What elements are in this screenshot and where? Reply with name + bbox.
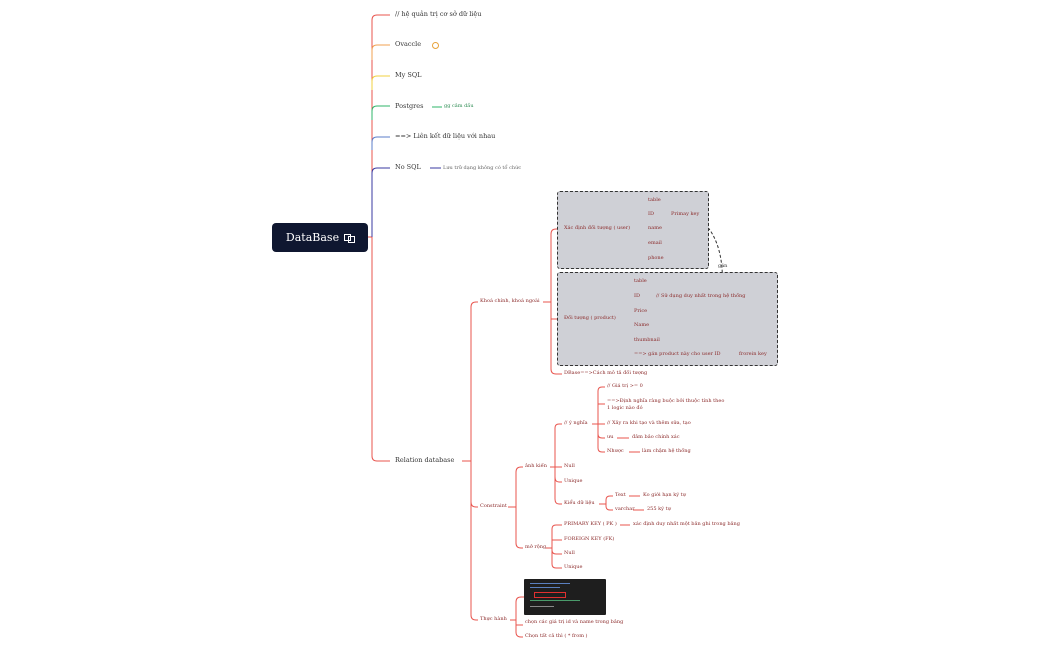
thuchanh-items-bracket <box>515 596 524 638</box>
topic-ynghia[interactable]: // ý nghĩa <box>564 420 588 426</box>
user-entity-group <box>557 191 709 269</box>
connector-anhkien <box>515 466 523 507</box>
connector-unique <box>554 467 562 483</box>
connector-user <box>550 228 562 302</box>
product-field-price[interactable]: Price <box>634 308 648 314</box>
dbase-note[interactable]: DBase==>Cách mô tả đối tượng <box>564 370 648 376</box>
kieu-varchar[interactable]: varchar <box>615 506 635 512</box>
connector-kieu <box>554 467 562 505</box>
user-field-name[interactable]: name <box>648 225 662 231</box>
ynghia-item-logic[interactable]: 1 logic nào đó <box>607 405 643 411</box>
kieu-varchar-note[interactable]: 255 ký tự <box>647 506 671 512</box>
kieu-text[interactable]: Text <box>615 492 626 498</box>
topic-mysql[interactable]: My SQL <box>395 71 422 79</box>
topic-postgres-note[interactable]: gg cảm dầu <box>444 103 474 109</box>
topic-ovaccle[interactable]: Ovaccle <box>395 40 422 48</box>
root-label: DataBase <box>285 231 340 244</box>
connector-hqt <box>371 14 390 237</box>
ynghia-item-gte0[interactable]: // Giá trị >= 0 <box>607 383 643 389</box>
topic-user[interactable]: Xác định đối tượng ( user) <box>564 225 631 231</box>
morong-item-null[interactable]: Null <box>564 550 575 556</box>
topic-nosql[interactable]: No SQL <box>395 163 421 171</box>
connector-relation <box>371 237 390 462</box>
clock-icon <box>432 42 439 49</box>
connector-khoa <box>470 301 478 461</box>
morong-items-bracket <box>551 524 562 569</box>
topic-postgres[interactable]: Postgres <box>395 102 424 110</box>
product-field-thumbnail[interactable]: thumbnail <box>634 337 660 343</box>
topic-morong[interactable]: mở rộng <box>525 544 547 550</box>
link-icon <box>344 233 356 243</box>
root-node[interactable]: DataBase <box>272 223 368 252</box>
morong-item-fk[interactable]: FOREIGN KEY (FK) <box>564 536 615 542</box>
connector-morong <box>515 507 523 549</box>
topic-constraint[interactable]: Constraint <box>480 503 507 509</box>
topic-anhkien[interactable]: ảnh kiến <box>525 463 547 469</box>
topic-hqt[interactable]: // hệ quản trị cơ sở dữ liệu <box>395 10 482 18</box>
product-fk-note[interactable]: frorein key <box>739 351 767 357</box>
morong-item-pk[interactable]: PRIMARY KEY ( PK ) <box>564 521 617 527</box>
relation-link-gan <box>691 214 723 351</box>
ynghia-nhuoc-note[interactable]: làm chậm hệ thống <box>642 448 691 454</box>
connector-ynghia <box>554 423 562 467</box>
kieu-items-bracket <box>605 495 613 511</box>
thuchanh-item-chon[interactable]: chọn các giá trị id và name trong bảng <box>525 619 624 625</box>
connector-ovaccle <box>371 44 390 60</box>
ynghia-uu-note[interactable]: đảm bảo chính xác <box>632 434 680 440</box>
link-label-gan: gán <box>718 263 728 269</box>
topic-nosql-note[interactable]: Lưu trữ dạng không có tổ chức <box>443 165 522 171</box>
connector-constraint <box>470 461 478 508</box>
product-field-assign[interactable]: ==> gán product này cho user ID <box>634 351 721 357</box>
morong-item-unique[interactable]: Unique <box>564 564 583 570</box>
product-id-note[interactable]: // Sử dụng duy nhất trong hệ thống <box>656 293 746 299</box>
product-field-id[interactable]: ID <box>634 293 640 299</box>
user-field-email[interactable]: email <box>648 240 662 246</box>
connector-lienket <box>371 136 390 150</box>
morong-pk-note[interactable]: xác định duy nhất một bản ghi trong bảng <box>633 521 740 527</box>
product-field-name[interactable]: Name <box>634 322 650 328</box>
user-field-phone[interactable]: phone <box>648 255 664 261</box>
topic-null[interactable]: Null <box>564 463 575 469</box>
topic-unique[interactable]: Unique <box>564 478 583 484</box>
connector-nosql <box>371 167 390 237</box>
topic-product[interactable]: Đối tượng ( product) <box>564 315 616 321</box>
user-field-id[interactable]: ID <box>648 211 654 217</box>
ynghia-item-nhuoc[interactable]: Nhược <box>607 448 624 454</box>
product-entity-group <box>557 272 778 366</box>
topic-lienket[interactable]: ==> Liên kết dữ liệu với nhau <box>395 132 496 140</box>
topic-kieu[interactable]: Kiểu dữ liệu <box>564 500 595 506</box>
product-field-table[interactable]: table <box>634 278 647 284</box>
thuchanh-item-all[interactable]: Chọn tất cả thì ( * from ) <box>525 633 588 639</box>
topic-thuchanh[interactable]: Thực hành <box>480 616 507 622</box>
connector-dbase <box>550 302 562 375</box>
ynghia-items-bracket <box>597 386 605 453</box>
connector-postgres <box>371 105 390 120</box>
connector-thuchanh <box>470 461 478 621</box>
connector-mysql <box>371 75 390 90</box>
user-pk-note[interactable]: Primay key <box>671 211 700 217</box>
ynghia-item-xayra[interactable]: // Xảy ra khi tạo và thêm sửa, tạo <box>607 420 691 426</box>
topic-relation[interactable]: Relation database <box>395 456 455 464</box>
code-screenshot-thumbnail[interactable] <box>524 579 606 615</box>
ynghia-item-dinhnghia[interactable]: ==>Định nghĩa ràng buộc bởi thuộc tính t… <box>607 398 725 404</box>
ynghia-item-uu[interactable]: ưu <box>607 434 614 440</box>
kieu-text-note[interactable]: Ko giới hạn ký tự <box>643 492 686 498</box>
topic-khoa[interactable]: Khoá chính, khoá ngoài <box>480 298 540 304</box>
user-field-table[interactable]: table <box>648 197 661 203</box>
